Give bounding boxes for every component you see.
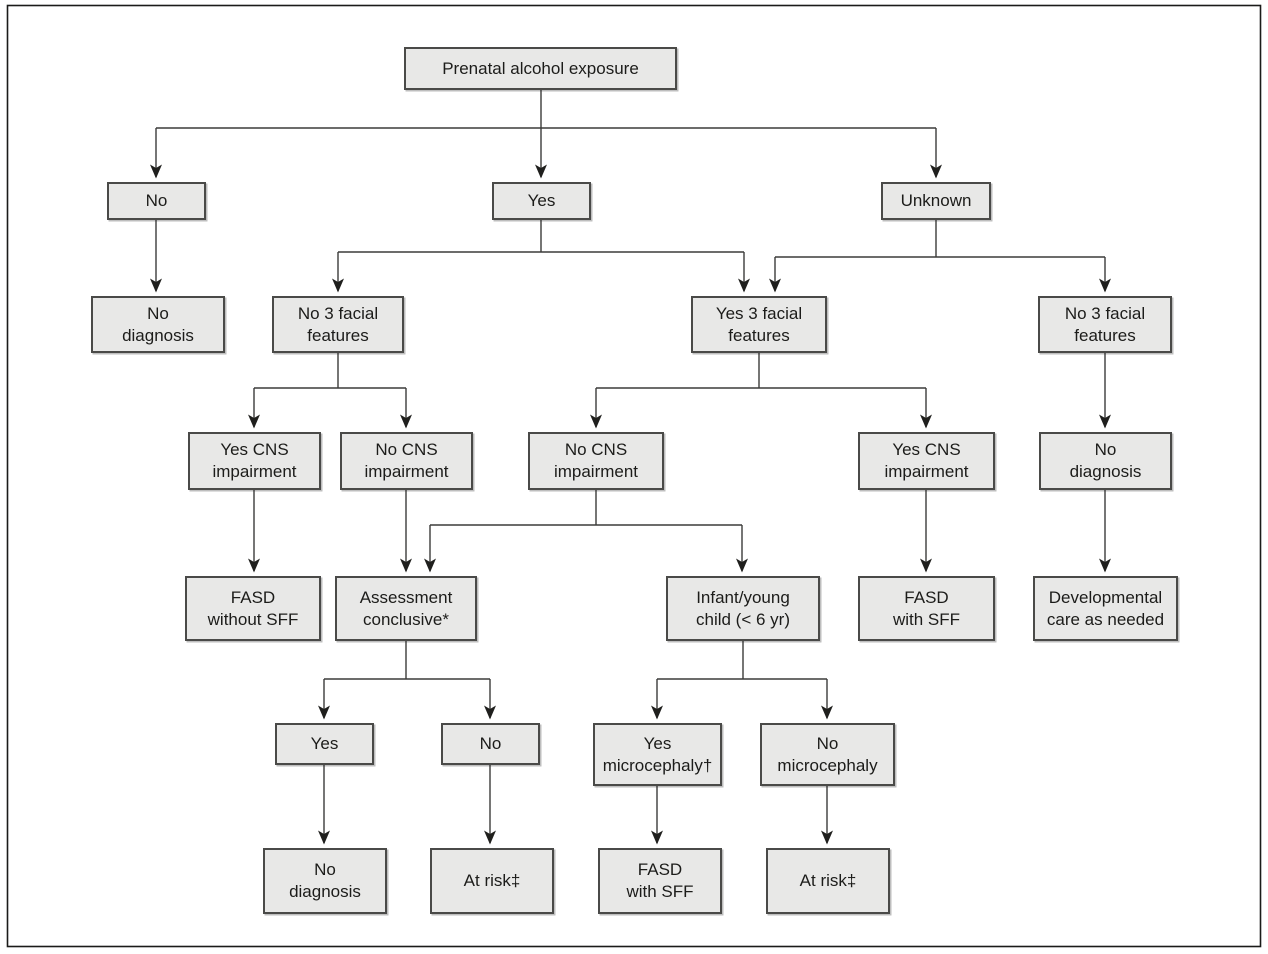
figure-frame <box>6 4 1262 948</box>
node-yes-cns-impairment-left: Yes CNS impairment <box>188 432 321 490</box>
node-no-3-facial-features-left: No 3 facial features <box>272 296 404 353</box>
node-no-cns-impairment-mid: No CNS impairment <box>528 432 664 490</box>
node-developmental-care: Developmental care as needed <box>1033 576 1178 641</box>
node-at-risk-2: At risk‡ <box>766 848 890 914</box>
node-yes-3-facial-features: Yes 3 facial features <box>691 296 827 353</box>
node-no-microcephaly: No microcephaly <box>760 723 895 786</box>
node-no: No <box>107 182 206 220</box>
node-unknown: Unknown <box>881 182 991 220</box>
node-yes: Yes <box>492 182 591 220</box>
node-infant-young-child: Infant/young child (< 6 yr) <box>666 576 820 641</box>
node-fasd-without-sff: FASD without SFF <box>185 576 321 641</box>
node-no-diagnosis-2: No diagnosis <box>1039 432 1172 490</box>
node-yes-cns-impairment-right: Yes CNS impairment <box>858 432 995 490</box>
node-fasd-with-sff-1: FASD with SFF <box>858 576 995 641</box>
node-assessment-conclusive: Assessment conclusive* <box>335 576 477 641</box>
node-prenatal-alcohol-exposure: Prenatal alcohol exposure <box>404 47 677 90</box>
node-fasd-with-sff-2: FASD with SFF <box>598 848 722 914</box>
node-no-3-facial-features-right: No 3 facial features <box>1038 296 1172 353</box>
node-no-cns-impairment-left: No CNS impairment <box>340 432 473 490</box>
node-yes-conclusive: Yes <box>275 723 374 765</box>
node-no-diagnosis-3: No diagnosis <box>263 848 387 914</box>
node-no-diagnosis-1: No diagnosis <box>91 296 225 353</box>
branch-lines <box>156 90 1105 680</box>
node-no-conclusive: No <box>441 723 540 765</box>
node-yes-microcephaly: Yes microcephaly† <box>593 723 722 786</box>
node-at-risk-1: At risk‡ <box>430 848 554 914</box>
